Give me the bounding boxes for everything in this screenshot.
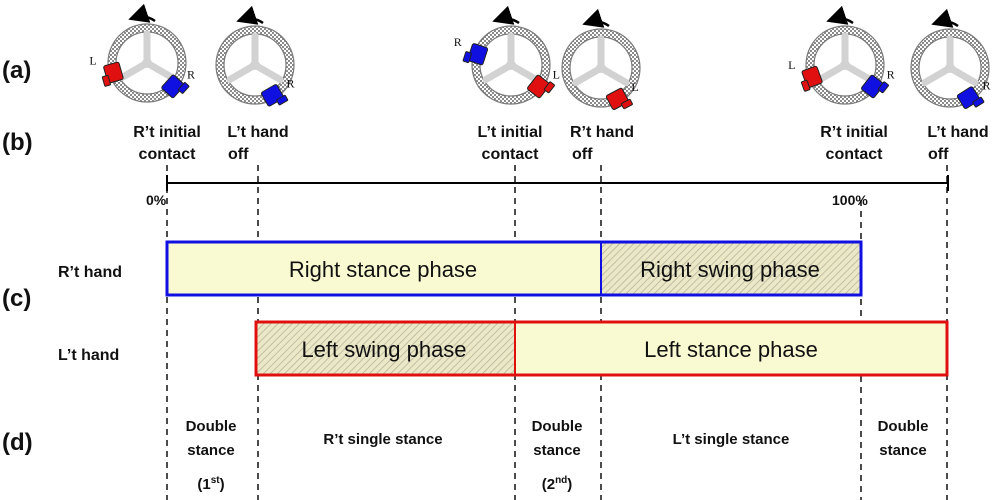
event-label-5-line2: contact xyxy=(826,146,884,163)
right-hand-icon xyxy=(260,84,289,107)
right-swing-label: Right swing phase xyxy=(640,257,820,282)
double-stance-3-line1: Double xyxy=(878,418,929,435)
wheel-rim xyxy=(806,26,884,104)
right-hand-icon xyxy=(956,86,985,109)
axis-label-start: 0% xyxy=(146,192,167,208)
event-label-4-line1: R’t hand xyxy=(570,124,634,141)
left-hand-bar-outline xyxy=(254,320,949,377)
event-label-5-line1: R’t initial xyxy=(820,124,888,141)
right-hand-icon xyxy=(462,43,489,66)
left-stance-bar xyxy=(515,322,947,375)
rotation-arrow-icon xyxy=(826,5,854,25)
wheel-hub xyxy=(142,58,152,68)
wheel-hub xyxy=(506,60,516,70)
subphase-labels: Double stance (1st) R’t single stance Do… xyxy=(186,418,929,493)
right-swing-bar xyxy=(601,242,861,295)
wheel-1: LR xyxy=(89,3,195,103)
wheel-rim-outer xyxy=(107,23,187,103)
event-label-2-line2: off xyxy=(228,146,249,163)
double-stance-1-line1: Double xyxy=(186,418,237,435)
wheel-4: L xyxy=(561,8,641,110)
left-stance-label: Left stance phase xyxy=(644,337,818,362)
left-swing-bar xyxy=(256,322,515,375)
double-stance-2-order: (2nd) xyxy=(542,475,573,493)
section-label-c: (c) xyxy=(2,285,31,312)
right-hand-letter: R xyxy=(454,35,462,49)
phase-bars: Right stance phase Right swing phase Lef… xyxy=(165,240,949,377)
right-single-stance-label: R’t single stance xyxy=(323,431,442,448)
row-label-left-hand: L’t hand xyxy=(58,347,119,364)
event-label-1-line1: R’t initial xyxy=(133,124,201,141)
wheel-3: RL xyxy=(454,5,560,105)
right-hand-bar-outline xyxy=(165,240,863,297)
wheel-rim xyxy=(216,26,294,104)
section-label-b: (b) xyxy=(2,129,33,156)
double-stance-1-line2: stance xyxy=(187,442,235,459)
wheel-rim xyxy=(911,29,989,107)
right-hand-letter: R xyxy=(287,76,295,90)
rotation-arrow-icon xyxy=(931,8,959,28)
event-label-6-line1: L’t hand xyxy=(927,124,988,141)
left-hand-letter: L xyxy=(89,54,96,68)
time-axis: 0% 100% xyxy=(146,175,949,208)
event-label-6-line2: off xyxy=(928,146,949,163)
wheel-hub xyxy=(840,60,850,70)
rotation-arrow-icon xyxy=(582,8,610,28)
wheel-5: LR xyxy=(788,5,895,105)
right-hand-letter: R xyxy=(187,67,195,81)
wheel-hub xyxy=(945,63,955,73)
wheel-rim xyxy=(562,29,640,107)
section-label-d: (d) xyxy=(2,429,33,456)
wheel-hub xyxy=(596,63,606,73)
right-hand-icon xyxy=(161,74,190,99)
wheel-6: R xyxy=(910,8,991,109)
section-label-a: (a) xyxy=(2,57,31,84)
wheel-rim-outer xyxy=(215,25,295,105)
left-single-stance-label: L’t single stance xyxy=(673,431,790,448)
wheel-rim-outer xyxy=(471,25,551,105)
right-hand-icon xyxy=(861,74,889,99)
event-label-3-line1: L’t initial xyxy=(478,124,543,141)
event-labels: R’t initial contact L’t hand off L’t ini… xyxy=(133,124,988,163)
rotation-arrow-icon xyxy=(236,5,264,25)
right-hand-letter: R xyxy=(887,68,895,82)
right-stance-label: Right stance phase xyxy=(289,257,477,282)
right-stance-bar xyxy=(167,242,601,295)
left-hand-letter: L xyxy=(553,68,560,82)
rotation-arrow-icon xyxy=(128,3,156,23)
wheel-2: R xyxy=(215,5,295,107)
wheel-rim-outer xyxy=(910,28,990,108)
event-label-3-line2: contact xyxy=(482,146,540,163)
left-hand-icon xyxy=(101,61,124,87)
axis-label-end: 100% xyxy=(832,192,868,208)
left-hand-icon xyxy=(527,74,555,99)
wheel-rim xyxy=(108,24,186,102)
row-label-right-hand: R’t hand xyxy=(58,264,122,281)
wheel-rim-outer xyxy=(561,28,641,108)
right-hand-letter: R xyxy=(983,79,991,93)
left-hand-letter: L xyxy=(788,58,795,72)
event-label-1-line2: contact xyxy=(139,146,197,163)
wheel-rim-outer xyxy=(805,25,885,105)
event-label-4-line2: off xyxy=(572,146,593,163)
double-stance-2-line2: stance xyxy=(533,442,581,459)
left-hand-icon xyxy=(605,87,633,110)
double-stance-2-line1: Double xyxy=(532,418,583,435)
double-stance-1-order: (1st) xyxy=(197,475,224,493)
left-hand-letter: L xyxy=(631,80,638,94)
wheel-hub xyxy=(250,60,260,70)
double-stance-3-line2: stance xyxy=(879,442,927,459)
left-hand-icon xyxy=(800,65,823,92)
event-label-2-line1: L’t hand xyxy=(227,124,288,141)
left-swing-label: Left swing phase xyxy=(301,337,466,362)
rotation-arrow-icon xyxy=(492,5,520,25)
wheel-rim xyxy=(472,26,550,104)
